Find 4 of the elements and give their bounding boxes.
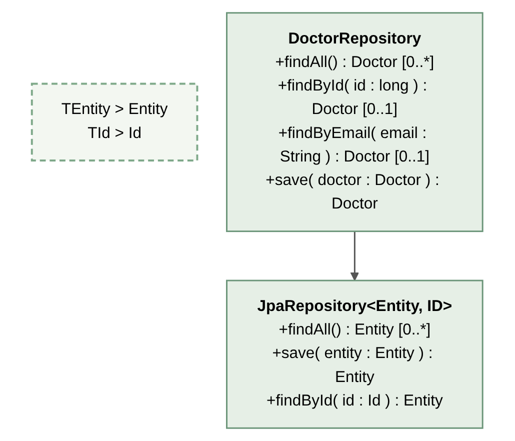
node-box: JpaRepository<Entity, ID> +findAll() : Entity [0..*] +save( entity : Entity ) : Entity +findById( id : Id ) : Entity [226, 280, 484, 429]
node-box: DoctorRepository +findAll() : Doctor [0..*] +findById( id : long ) : Doctor [0..1] +findByEmail( email : String ) : Doctor [0..1] +save( doctor : Doctor ) : Doctor [226, 12, 484, 232]
node-box: TEntity > Entity TId > Id [31, 82, 198, 162]
arrow [350, 231, 360, 281]
